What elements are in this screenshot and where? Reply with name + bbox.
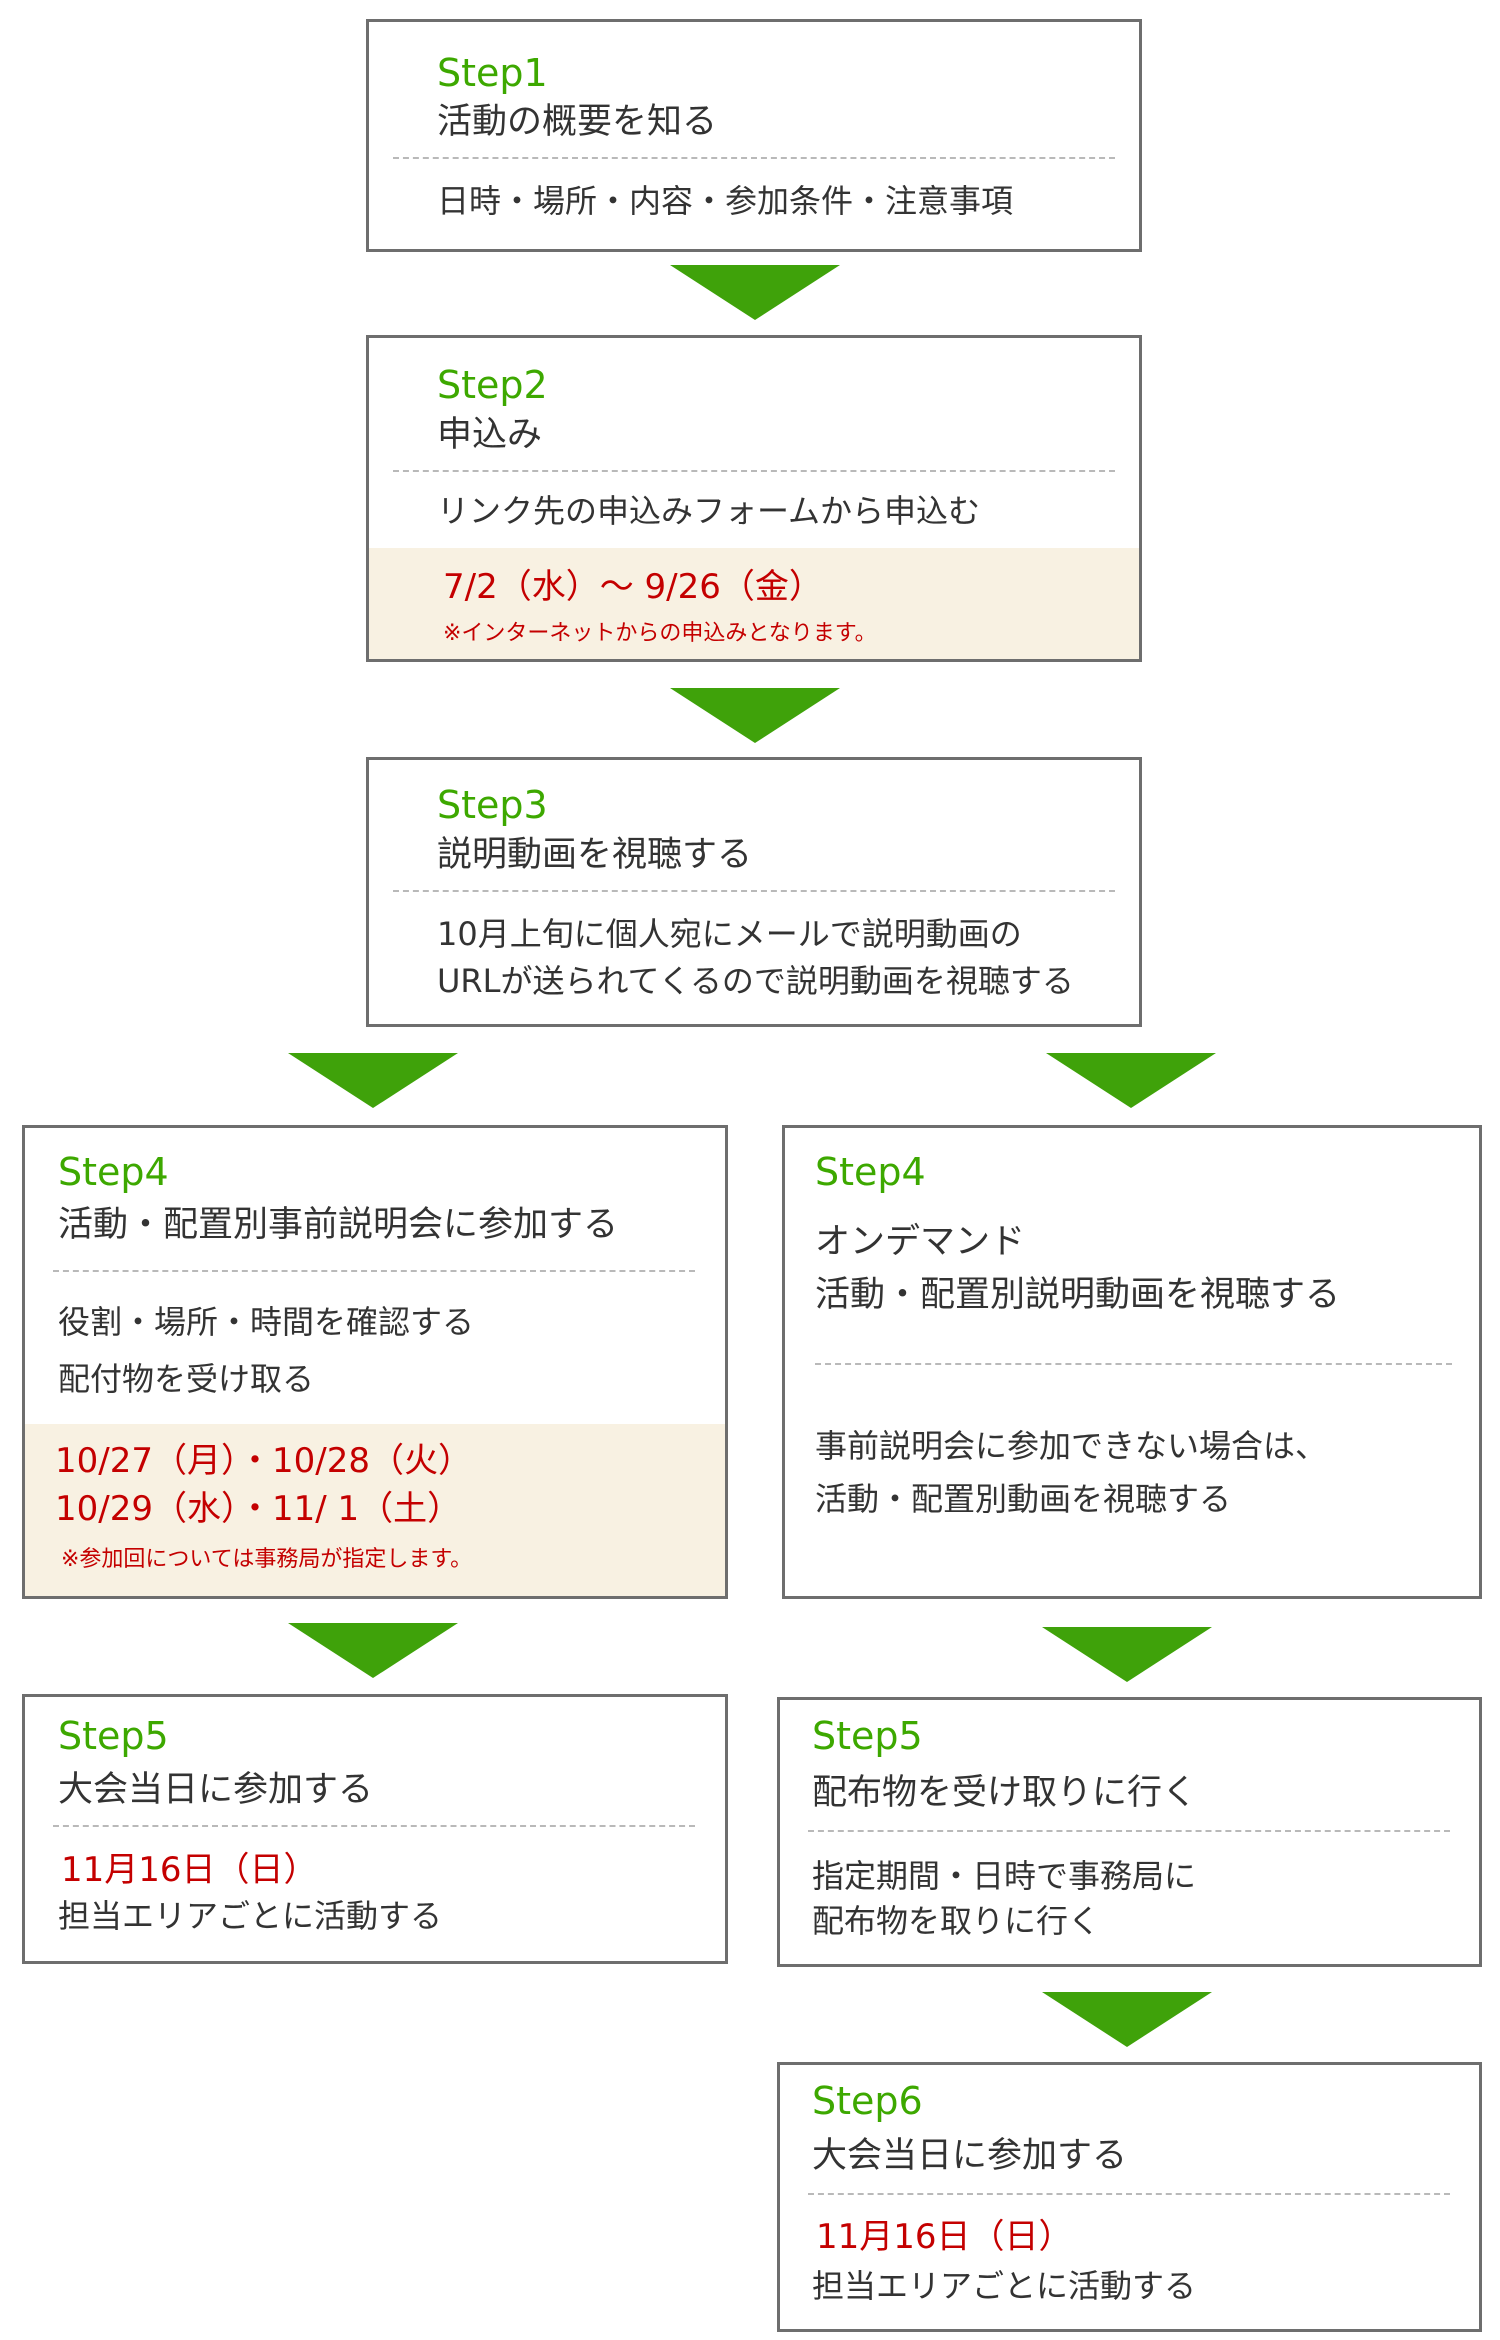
- step6-label: Step6: [812, 2079, 923, 2123]
- step5-left-label: Step5: [58, 1714, 169, 1758]
- step4-right-divider: [815, 1363, 1452, 1365]
- arrow-step4-step5-left: [288, 1623, 458, 1678]
- step4-right-title2: 活動・配置別説明動画を視聴する: [815, 1275, 1341, 1315]
- step5-right-title: 配布物を受け取りに行く: [812, 1773, 1198, 1813]
- step4-left-title: 活動・配置別事前説明会に参加する: [58, 1205, 619, 1245]
- step2-period: 7/2（水）～ 9/26（金）: [443, 567, 823, 607]
- step4-right-label: Step4: [815, 1150, 926, 1194]
- step1-box: Step1 活動の概要を知る 日時・場所・内容・参加条件・注意事項: [366, 19, 1142, 252]
- step6-divider: [808, 2193, 1450, 2195]
- step4-left-label: Step4: [58, 1150, 169, 1194]
- step4-left-line1: 役割・場所・時間を確認する: [58, 1303, 475, 1341]
- step1-title: 活動の概要を知る: [437, 102, 718, 142]
- step4-left-box: Step4 活動・配置別事前説明会に参加する 役割・場所・時間を確認する 配付物…: [22, 1125, 728, 1599]
- step5-right-divider: [808, 1830, 1450, 1832]
- step5-left-title: 大会当日に参加する: [58, 1770, 374, 1810]
- step3-title: 説明動画を視聴する: [437, 835, 753, 875]
- step6-date: 11月16日（日）: [816, 2217, 1073, 2257]
- step3-line2: URLが送られてくるので説明動画を視聴する: [437, 962, 1074, 1000]
- step4-left-dates2: 10/29（水）・11/ 1（土）: [55, 1489, 462, 1529]
- step5-right-label: Step5: [812, 1714, 923, 1758]
- arrow-step2-step3: [670, 688, 840, 743]
- step4-left-dates-band: 10/27（月）・10/28（火） 10/29（水）・11/ 1（土） ※参加回…: [25, 1424, 725, 1596]
- step6-detail: 担当エリアごとに活動する: [812, 2267, 1197, 2305]
- step4-left-dates1: 10/27（月）・10/28（火）: [55, 1441, 472, 1481]
- step6-box: Step6 大会当日に参加する 11月16日（日） 担当エリアごとに活動する: [777, 2062, 1482, 2332]
- step2-label: Step2: [437, 363, 548, 407]
- step6-title: 大会当日に参加する: [812, 2136, 1128, 2176]
- step5-left-divider: [53, 1825, 695, 1827]
- arrow-step5-step6: [1042, 1992, 1212, 2047]
- arrow-step3-step4-left: [288, 1053, 458, 1108]
- step1-detail: 日時・場所・内容・参加条件・注意事項: [437, 182, 1014, 220]
- step4-right-title1: オンデマンド: [815, 1222, 1026, 1262]
- step2-detail: リンク先の申込みフォームから申込む: [437, 492, 981, 530]
- step3-box: Step3 説明動画を視聴する 10月上旬に個人宛にメールで説明動画の URLが…: [366, 757, 1142, 1027]
- step2-divider: [393, 470, 1115, 472]
- step4-right-line2: 活動・配置別動画を視聴する: [815, 1480, 1232, 1518]
- step5-right-box: Step5 配布物を受け取りに行く 指定期間・日時で事務局に 配布物を取りに行く: [777, 1697, 1482, 1967]
- step4-left-divider: [53, 1270, 695, 1272]
- step1-divider: [393, 157, 1115, 159]
- step5-left-detail: 担当エリアごとに活動する: [58, 1897, 443, 1935]
- arrow-step1-step2: [670, 265, 840, 320]
- step5-left-date: 11月16日（日）: [61, 1850, 318, 1890]
- step2-period-band: 7/2（水）～ 9/26（金） ※インターネットからの申込みとなります。: [369, 548, 1139, 659]
- step2-title: 申込み: [437, 415, 543, 455]
- arrow-step3-step4-right: [1046, 1053, 1216, 1108]
- step1-label: Step1: [437, 51, 548, 95]
- step4-left-line2: 配付物を受け取る: [58, 1360, 315, 1398]
- step5-right-line1: 指定期間・日時で事務局に: [812, 1857, 1197, 1895]
- step3-divider: [393, 890, 1115, 892]
- step2-box: Step2 申込み リンク先の申込みフォームから申込む 7/2（水）～ 9/26…: [366, 335, 1142, 662]
- arrow-step4-step5-right: [1042, 1627, 1212, 1682]
- step5-right-line2: 配布物を取りに行く: [812, 1902, 1101, 1940]
- step4-right-line1: 事前説明会に参加できない場合は、: [815, 1427, 1328, 1465]
- step2-note: ※インターネットからの申込みとなります。: [443, 621, 877, 646]
- step3-line1: 10月上旬に個人宛にメールで説明動画の: [437, 915, 1022, 953]
- step4-left-note: ※参加回については事務局が指定します。: [61, 1547, 473, 1572]
- step3-label: Step3: [437, 783, 548, 827]
- step4-right-box: Step4 オンデマンド 活動・配置別説明動画を視聴する 事前説明会に参加できな…: [782, 1125, 1482, 1599]
- step5-left-box: Step5 大会当日に参加する 11月16日（日） 担当エリアごとに活動する: [22, 1694, 728, 1964]
